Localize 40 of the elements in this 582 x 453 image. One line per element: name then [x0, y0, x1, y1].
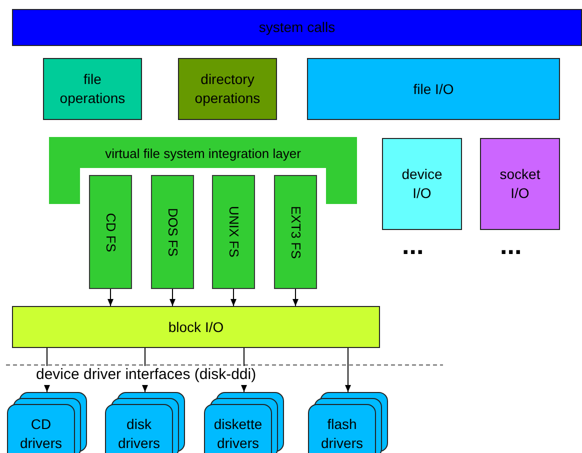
ellipsis-text: ...: [500, 232, 522, 258]
node-text: flash drivers: [320, 415, 364, 453]
process-box: [307, 58, 560, 120]
node-text: file I/O: [413, 80, 454, 98]
node-text: DOS FS: [165, 208, 180, 256]
node-text: virtual file system integration layer: [105, 146, 301, 161]
node-text: file operations: [58, 70, 126, 108]
driver-stack: [204, 392, 284, 453]
arrow: [230, 288, 236, 306]
arrow: [345, 348, 351, 392]
interface-label: device driver interfaces (disk-ddi): [36, 366, 256, 385]
driver-stack: [7, 392, 87, 453]
node-text: directory operations: [194, 70, 262, 108]
arrow: [292, 288, 298, 306]
arrow: [170, 288, 176, 306]
node-text: CD drivers: [18, 415, 63, 453]
node-text: block I/O: [168, 318, 224, 336]
filesystem-box: [151, 175, 194, 289]
driver-stack: [105, 392, 185, 453]
filesystem-box: [274, 175, 317, 289]
process-box: [480, 138, 560, 230]
process-box: [178, 58, 277, 120]
driver-stack: [308, 392, 388, 453]
node-text: UNIX FS: [226, 206, 242, 258]
filesystem-box: [89, 175, 132, 289]
node-text: device I/O: [400, 165, 444, 203]
ellipsis-text: ...: [402, 232, 424, 258]
node-text: EXT3 FS: [288, 206, 304, 258]
node-text: socket I/O: [498, 165, 542, 203]
filesystem-box: [212, 175, 255, 289]
process-box: [382, 138, 462, 230]
process-box: [43, 58, 142, 120]
node-text: system calls: [258, 18, 336, 37]
layer-bar: [12, 9, 582, 46]
arrow: [108, 288, 114, 306]
node-text: diskette drivers: [212, 415, 264, 453]
node-text: CD FS: [103, 212, 118, 252]
layer-bar: [12, 306, 380, 348]
layer-shape: [49, 137, 357, 204]
node-text: disk drivers: [116, 415, 161, 453]
